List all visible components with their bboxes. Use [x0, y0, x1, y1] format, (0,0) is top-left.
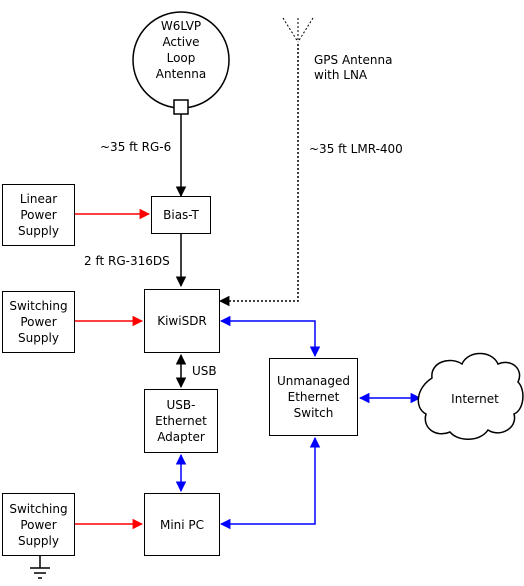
gps-antenna-label: GPS Antenna with LNA	[314, 53, 393, 82]
antenna-port	[173, 99, 189, 115]
edge-gps-to-kiwisdr	[218, 44, 299, 307]
gps-antenna-icon	[282, 17, 314, 43]
loop-antenna-label: W6LVP Active Loop Antenna	[155, 19, 207, 81]
switching-power-supply-box-1: Switching Power Supply	[2, 291, 75, 353]
internet-cloud	[417, 352, 524, 440]
switching-power-supply-box-2: Switching Power Supply	[2, 493, 75, 556]
edge-kiwisdr-to-switch	[219, 315, 321, 358]
usb-cable-label: USB	[192, 364, 217, 378]
internet-label: Internet	[451, 392, 499, 406]
edge-mini-pc-to-switch	[219, 436, 321, 530]
rg6-cable-label: ~35 ft RG-6	[100, 140, 172, 154]
kiwisdr-box: KiwiSDR	[144, 289, 220, 353]
lmr400-cable-label: ~35 ft LMR-400	[309, 142, 403, 156]
linear-power-supply-box: Linear Power Supply	[2, 184, 75, 246]
ethernet-switch-box: Unmanaged Ethernet Switch	[269, 358, 358, 436]
usb-ethernet-adapter-box: USB- Ethernet Adapter	[144, 389, 218, 453]
bias-t-box: Bias-T	[151, 196, 211, 234]
rg316-cable-label: 2 ft RG-316DS	[84, 254, 170, 268]
ground-icon	[30, 556, 50, 579]
mini-pc-box: Mini PC	[144, 493, 220, 556]
